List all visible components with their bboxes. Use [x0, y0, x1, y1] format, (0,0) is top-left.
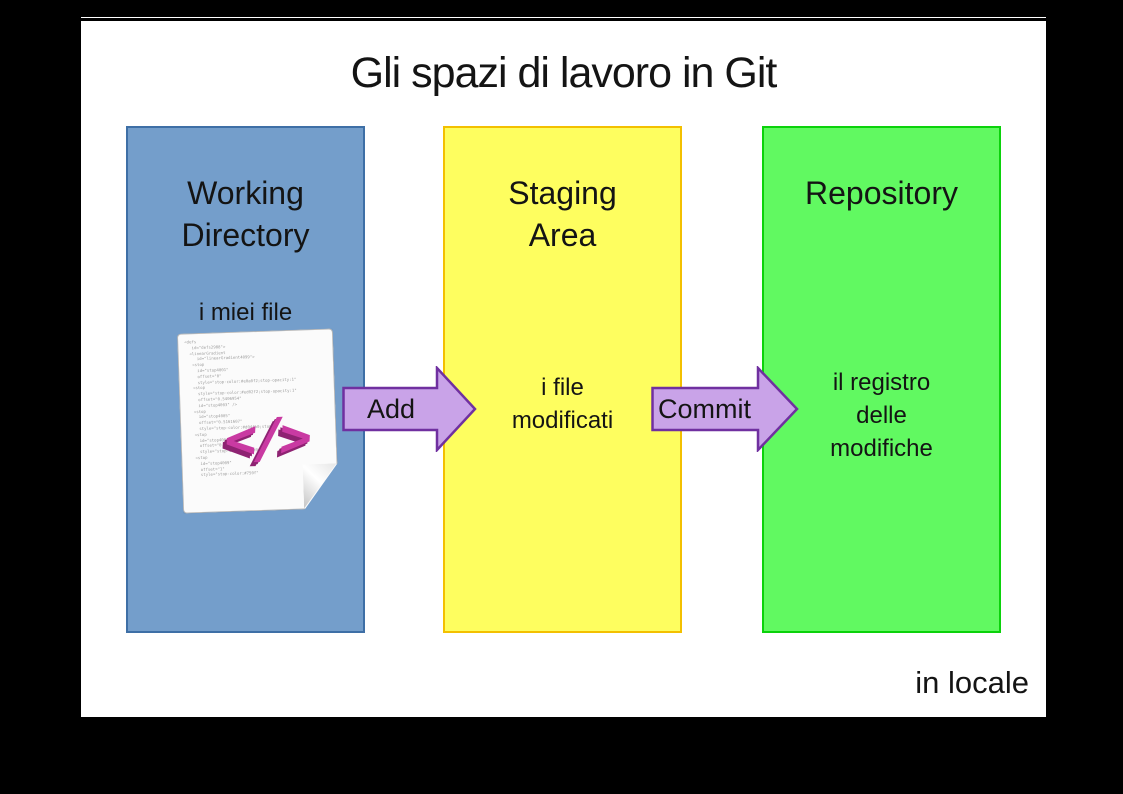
add-arrow: Add: [342, 366, 478, 452]
xml-code-file-icon: <defs id="defs2988"> <linearGradient id=…: [177, 328, 339, 513]
label-line: il registro: [832, 369, 931, 396]
title-line: Working: [187, 175, 304, 211]
label-line: delle: [856, 402, 907, 429]
title-line: Repository: [805, 175, 958, 211]
footer-note: in locale: [915, 665, 1029, 700]
right-arrow-icon: [342, 366, 477, 452]
label-line: modifiche: [830, 435, 933, 462]
label-line: i file: [541, 374, 584, 401]
title-line: Area: [528, 217, 597, 253]
box-repository: Repository il registro delle modifiche: [762, 126, 1001, 633]
code-brackets-glyph: </>: [222, 405, 309, 472]
add-arrow-label: Add: [366, 393, 416, 424]
repository-label: il registro delle modifiche: [764, 366, 999, 465]
right-arrow-icon: [651, 366, 799, 452]
slide-top-hairline: [81, 17, 1046, 18]
staging-area-title: Staging Area: [445, 172, 680, 256]
box-working-directory: Working Directory i miei file <defs id="…: [126, 126, 365, 633]
working-directory-title: Working Directory: [128, 172, 363, 256]
commit-arrow-label: Commit: [658, 393, 751, 424]
working-directory-label: i miei file: [198, 299, 293, 326]
slide: Gli spazi di lavoro in Git Working Direc…: [81, 21, 1046, 717]
repository-title: Repository: [764, 172, 999, 214]
label-line: modificati: [511, 407, 614, 434]
title-line: Directory: [181, 217, 310, 253]
page-curl: [303, 463, 339, 508]
box-staging-area: Staging Area i file modificati: [443, 126, 682, 633]
commit-arrow: Commit: [651, 366, 800, 452]
title-line: Staging: [508, 175, 617, 211]
staging-area-label: i file modificati: [445, 371, 680, 437]
slide-title: Gli spazi di lavoro in Git: [350, 49, 778, 97]
